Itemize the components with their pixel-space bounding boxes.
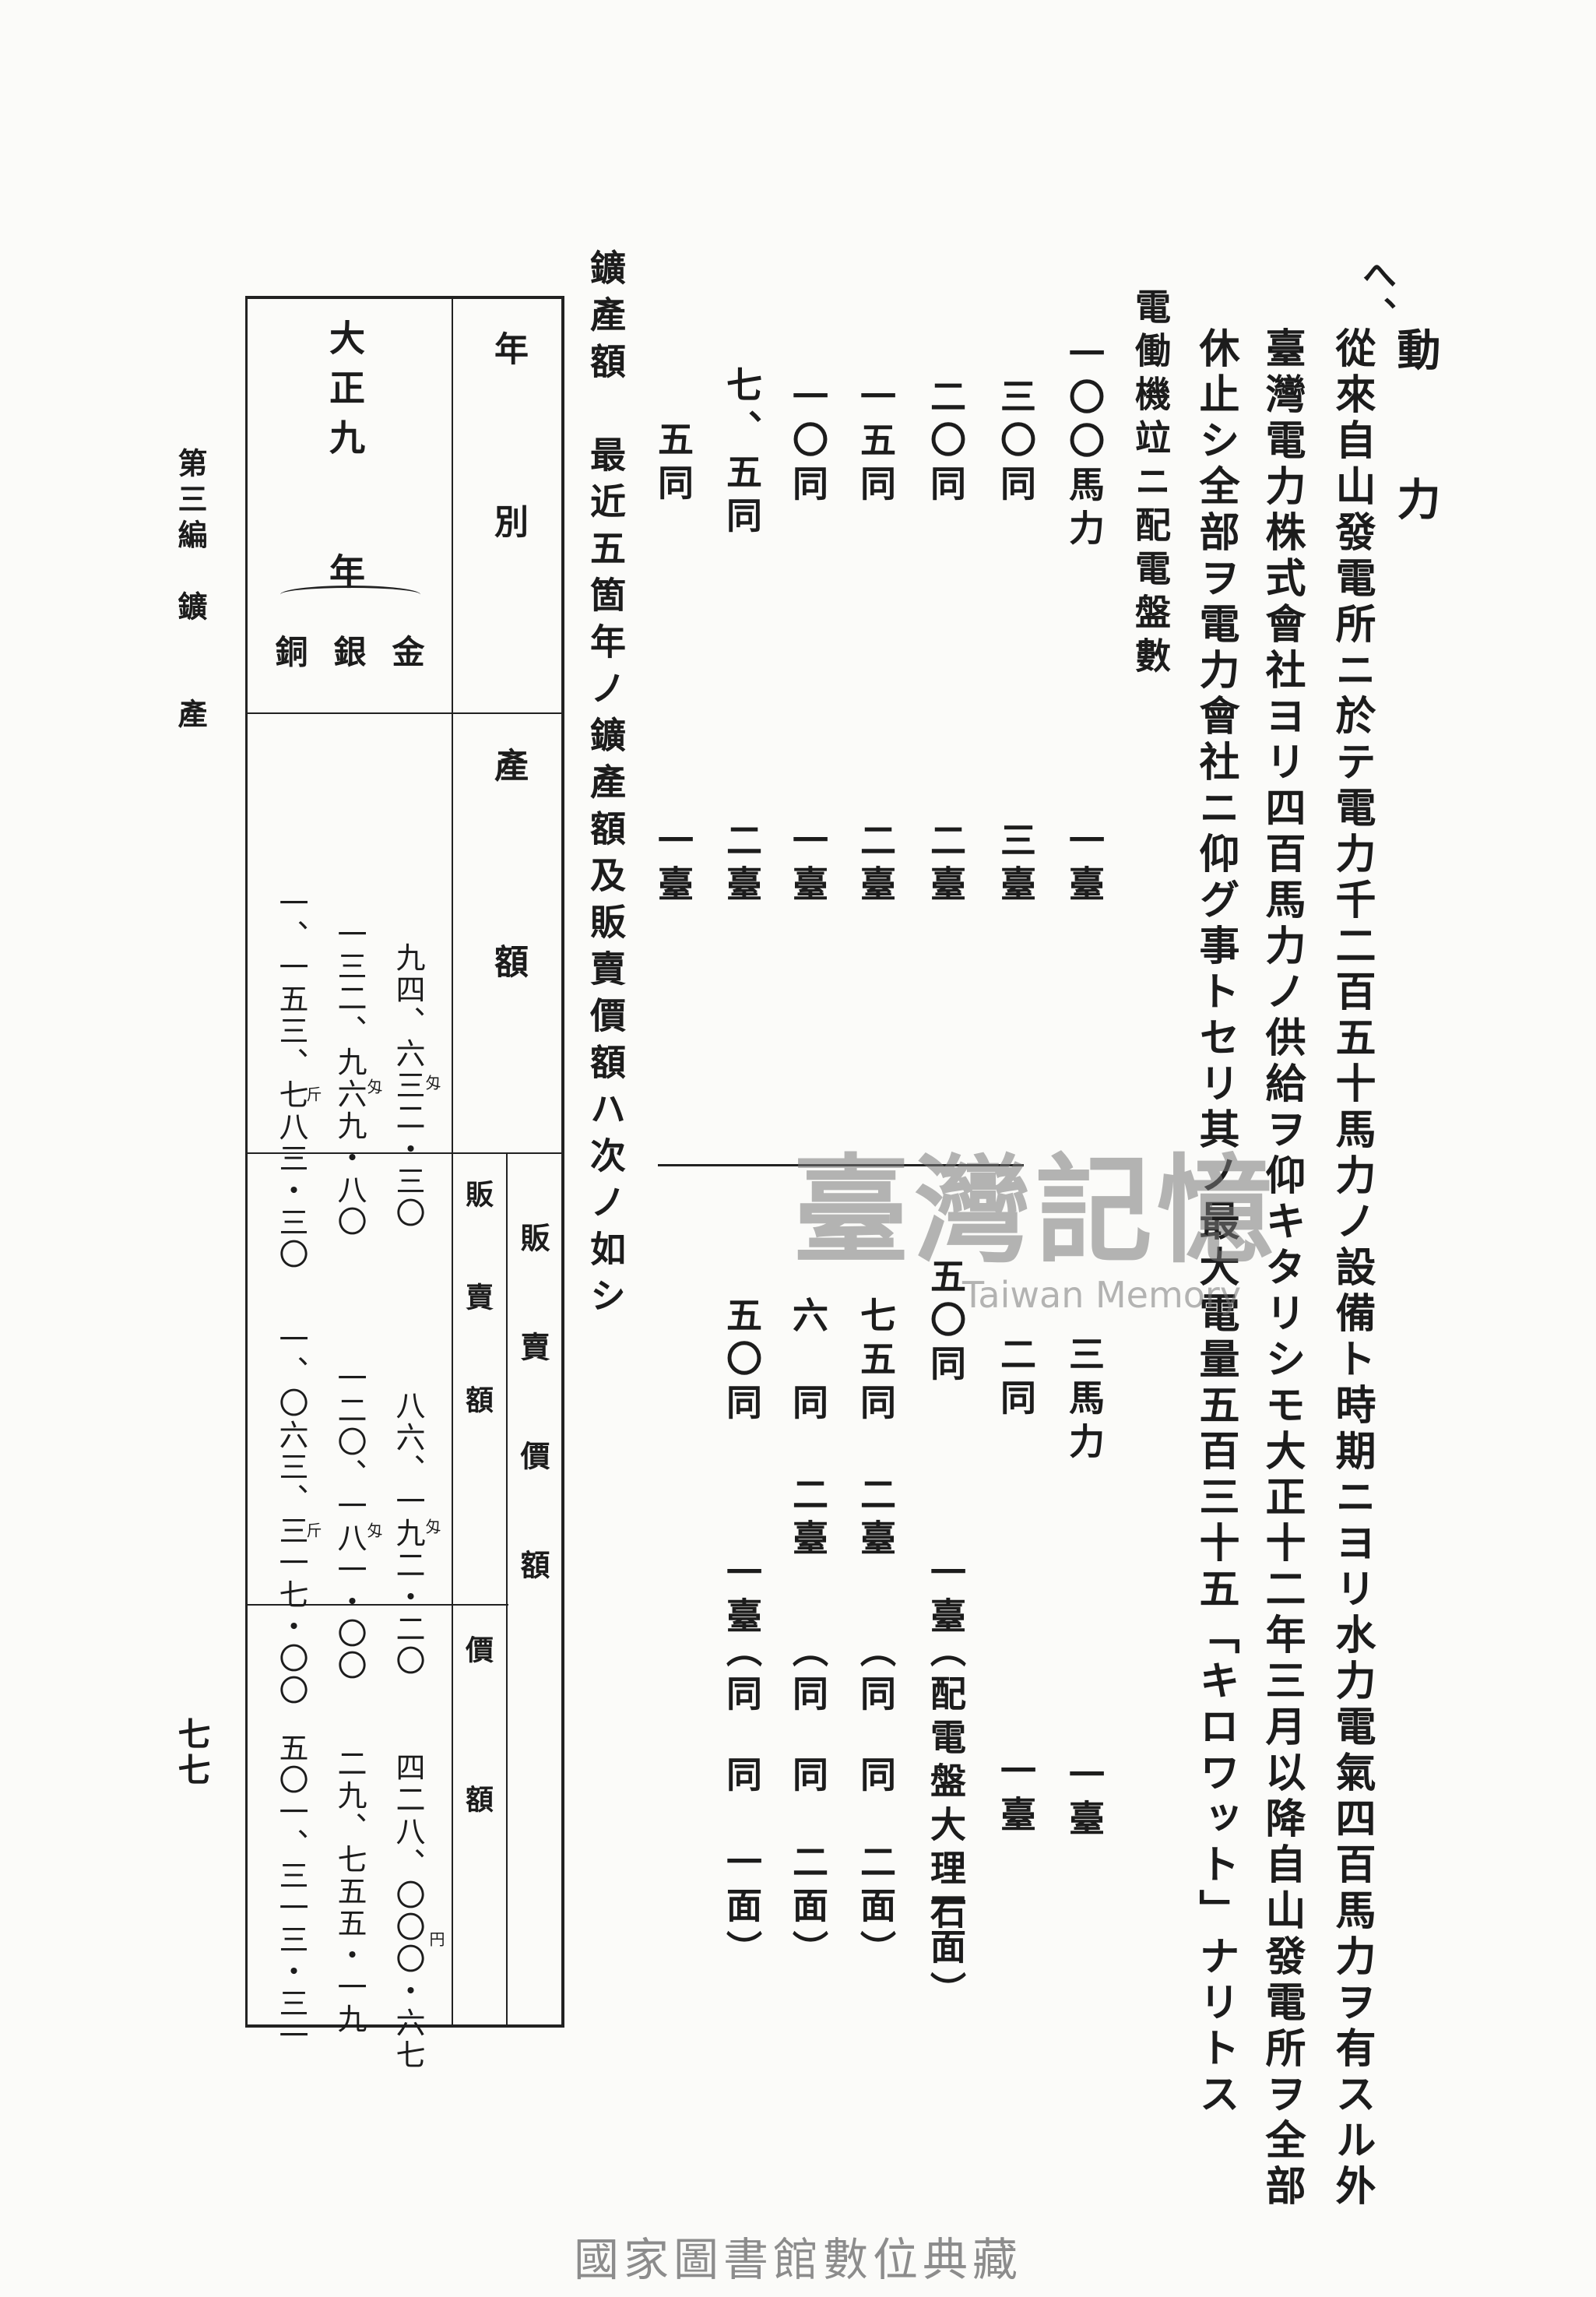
production-copper-unit: 斤 — [304, 1086, 322, 1104]
header-sales-group: 販 賣 價 額 — [515, 1222, 550, 1604]
chapter-title: 第三編 鑛 產 — [173, 448, 208, 734]
header-production: 產 額 — [488, 747, 528, 1009]
paragraph-line-1: 從來自山發電所ニ於テ電力千二百五十馬力ノ設備ト時期ニヨリ水力電氣四百馬力ヲ有スル… — [1328, 327, 1376, 2211]
panel-label: （同 — [721, 1631, 763, 1718]
sales-gold: 八六、一九二・二〇 — [391, 1390, 425, 1677]
year-brace — [280, 586, 420, 603]
motor-count: 二臺 — [925, 821, 967, 909]
motor-count: 三臺 — [995, 821, 1037, 909]
header-column-divider — [452, 296, 453, 2028]
motor-hp: 二同 — [995, 1335, 1037, 1423]
paragraph-line-2: 臺灣電力株式會社ヨリ四百馬力ノ供給ヲ仰キタリシモ大正十二年三月以降自山發電所ヲ全… — [1258, 327, 1306, 2211]
row-divider-1 — [245, 712, 564, 714]
motor-count: 一臺 — [787, 821, 829, 909]
price-silver: 二九、七五五・一九 — [332, 1748, 367, 2035]
motor-count: 二臺 — [721, 821, 763, 909]
motor-count: 二臺 — [787, 1476, 829, 1563]
motor-count: 一臺 — [1063, 1756, 1106, 1843]
metal-silver: 銀 — [329, 635, 367, 678]
watermark-subtext: Taiwan Memory — [961, 1274, 1242, 1316]
year-label: 大正九 — [324, 319, 366, 469]
motor-count: 一臺 — [1063, 821, 1106, 909]
header-sales-price: 價 額 — [461, 1635, 494, 1859]
section-heading: 動 力 — [1390, 327, 1441, 551]
table-border-top — [245, 296, 564, 299]
panel-label: （配電盤大理石 — [925, 1631, 967, 1936]
paragraph-line-3: 休止シ全部ヲ電力會社ニ仰グ事トセリ其ノ最大電量五百三十五「キロワット」ナリトス — [1192, 327, 1239, 2119]
production-gold-unit: 匁 — [423, 1075, 441, 1092]
panel-count: 同 一面） — [721, 1756, 763, 1974]
table-border-left — [245, 296, 248, 2028]
price-unit: 円 — [427, 1931, 445, 1949]
price-gold: 四二八、〇〇〇・六七 — [391, 1752, 425, 2071]
sales-copper-unit: 斤 — [304, 1522, 322, 1540]
panel-count: 同 二面） — [787, 1756, 829, 1974]
motor-hp: 五〇同 — [925, 1258, 967, 1388]
panel-count: 一面） — [925, 1884, 967, 2015]
metal-gold: 金 — [387, 635, 425, 678]
page-number: 七七 — [173, 1717, 211, 1789]
panel-label: （同 — [855, 1631, 897, 1718]
metal-copper: 銅 — [270, 635, 308, 678]
motor-hp: 七五同 — [855, 1296, 897, 1427]
motor-hp: 七、五同 — [721, 366, 763, 540]
motor-hp: 五同 — [652, 420, 694, 508]
table-border-bottom — [245, 2024, 564, 2028]
motor-hp: 二〇同 — [925, 378, 967, 508]
panel-count: 同 二面） — [855, 1756, 897, 1974]
motor-hp: 一〇〇馬力 — [1063, 335, 1106, 553]
motor-count: 一臺 — [995, 1752, 1037, 1839]
motor-count: 二臺 — [855, 821, 897, 909]
sales-gold-unit: 匁 — [423, 1518, 441, 1536]
production-silver: 一三二、九六九・八〇 — [332, 919, 367, 1238]
production-copper: 一、一五三、七八三・三〇 — [274, 888, 308, 1271]
footer-archive-label: 國家圖書館數位典藏 — [573, 2233, 1022, 2286]
production-intro: 鑛產額 最近五箇年ノ鑛產額及販賣價額ハ次ノ如シ — [585, 249, 627, 1324]
header-sales-qty: 販 賣 額 — [461, 1180, 494, 1437]
sales-group-divider — [506, 1152, 508, 2028]
sales-copper: 一、〇六三、三一七・〇〇 — [274, 1324, 308, 1707]
production-gold: 九四、六三二・三〇 — [391, 942, 425, 1229]
motor-hp: 三〇同 — [995, 378, 1037, 508]
motor-count: 一臺 — [721, 1553, 763, 1641]
watermark: 臺灣記憶 Taiwan Memory — [786, 1152, 1285, 1339]
motor-heading: 電働機竝ニ配電盤數 — [1130, 288, 1172, 681]
price-copper: 五〇一、三一三・三一 — [274, 1732, 308, 2052]
motor-hp: 一〇同 — [787, 378, 829, 508]
header-year: 年 別 — [488, 331, 528, 561]
motor-hp: 五〇同 — [721, 1296, 763, 1427]
motor-hp: 一五同 — [855, 378, 897, 508]
panel-label: （同 — [787, 1631, 829, 1718]
row-divider-3 — [245, 1604, 508, 1606]
sales-silver-unit: 匁 — [364, 1522, 383, 1540]
section-marker: へ、 — [1356, 257, 1396, 336]
motor-count: 二臺 — [855, 1476, 897, 1563]
table-border-right — [561, 296, 564, 2028]
production-silver-unit: 匁 — [364, 1078, 383, 1096]
column-divider — [658, 1164, 1024, 1166]
motor-hp: 六 同 — [787, 1296, 829, 1427]
motor-count: 一臺 — [652, 821, 694, 909]
motor-hp: 三馬力 — [1063, 1335, 1106, 1466]
row-divider-2 — [245, 1152, 564, 1154]
watermark-text: 臺灣記憶 — [792, 1142, 1278, 1279]
motor-count: 一臺 — [925, 1553, 967, 1641]
sales-silver: 一二〇、一八一・〇〇 — [332, 1363, 367, 1682]
